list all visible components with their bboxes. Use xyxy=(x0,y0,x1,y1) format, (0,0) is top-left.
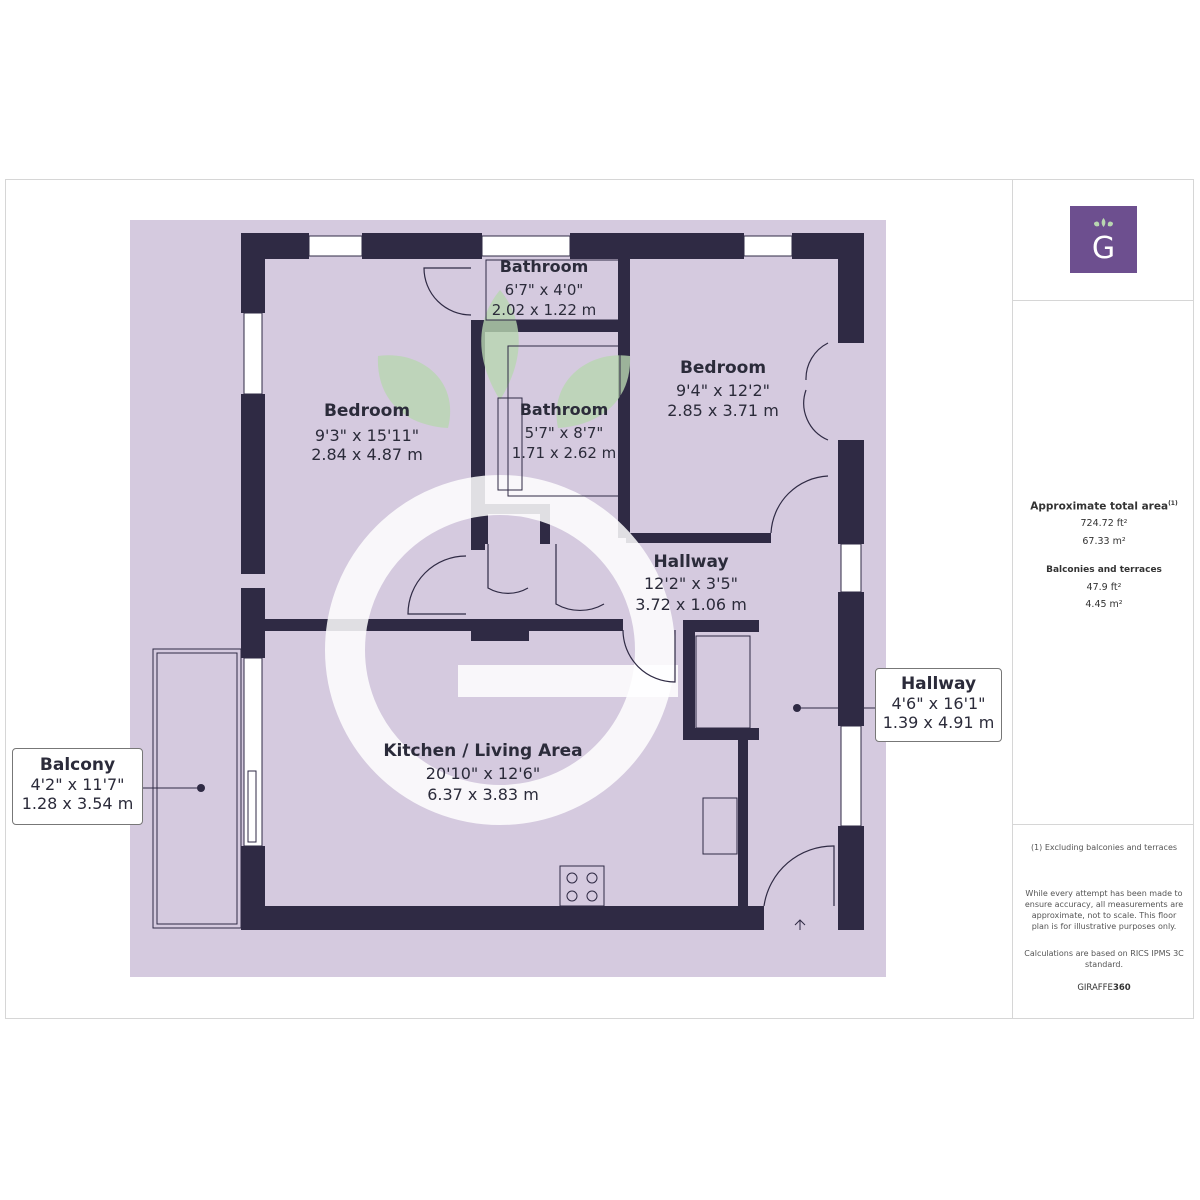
sidebar-rule-bottom xyxy=(1013,824,1194,825)
callout-leaders xyxy=(143,707,875,789)
bedroom1-metric: 2.84 x 4.87 m xyxy=(311,445,423,464)
bedroom1-name: Bedroom xyxy=(324,401,410,421)
sidebar-divider xyxy=(1012,179,1013,1019)
fixtures xyxy=(247,259,806,930)
balcony-name: Balcony xyxy=(39,755,116,775)
hallway1-metric: 3.72 x 1.06 m xyxy=(635,595,747,614)
hallway2-metric: 1.39 x 4.91 m xyxy=(882,713,995,732)
bathroom2-metric: 1.71 x 2.62 m xyxy=(512,444,617,462)
brand-name: GIRAFFE360 xyxy=(1077,983,1131,993)
balconies-ft: 47.9 ft² xyxy=(1086,582,1122,593)
balcony-imperial: 4'2" x 11'7" xyxy=(30,775,125,794)
hallway2-marker xyxy=(793,704,801,712)
balcony-metric: 1.28 x 3.54 m xyxy=(21,794,134,813)
hallway2-name: Hallway xyxy=(900,674,977,694)
balcony-marker xyxy=(197,784,205,792)
balcony-callout: Balcony 4'2" x 11'7" 1.28 x 3.54 m xyxy=(12,748,143,825)
logo-letter: G xyxy=(1092,231,1115,266)
bedroom2-imperial: 9'4" x 12'2" xyxy=(676,381,770,400)
sidebar-rule-top xyxy=(1013,300,1194,301)
bathroom2-name: Bathroom xyxy=(520,400,609,419)
bathroom1-metric: 2.02 x 1.22 m xyxy=(492,301,597,319)
entrance-arrow-icon xyxy=(794,919,806,930)
bathroom1-name: Bathroom xyxy=(500,257,589,276)
kitchen-imperial: 20'10" x 12'6" xyxy=(426,764,540,783)
area-footnote: (1) Excluding balconies and terraces xyxy=(1030,843,1178,852)
brand-logo: G xyxy=(1070,206,1137,273)
balconies-label: Balconies and terraces xyxy=(1046,565,1162,575)
total-area-label: Approximate total area(1) xyxy=(1030,500,1178,513)
hallway2-callout: Hallway 4'6" x 16'1" 1.39 x 4.91 m xyxy=(875,668,1002,742)
bedroom1-imperial: 9'3" x 15'11" xyxy=(315,426,419,445)
balconies-m: 4.45 m² xyxy=(1085,599,1123,610)
bedroom2-name: Bedroom xyxy=(680,358,766,378)
hallway1-imperial: 12'2" x 3'5" xyxy=(644,574,738,593)
room-labels: Bedroom 9'3" x 15'11" 2.84 x 4.87 m Bath… xyxy=(311,257,779,804)
total-area-ft: 724.72 ft² xyxy=(1080,518,1128,529)
bedroom2-metric: 2.85 x 3.71 m xyxy=(667,401,779,420)
kitchen-name: Kitchen / Living Area xyxy=(383,741,582,761)
disclaimer: While every attempt has been made to ens… xyxy=(1024,889,1184,931)
bathroom1-imperial: 6'7" x 4'0" xyxy=(505,281,584,299)
kitchen-metric: 6.37 x 3.83 m xyxy=(427,785,539,804)
watermark-logo xyxy=(325,290,678,825)
total-area-m: 67.33 m² xyxy=(1082,536,1126,547)
hallway2-imperial: 4'6" x 16'1" xyxy=(891,694,986,713)
bathroom2-imperial: 5'7" x 8'7" xyxy=(525,424,604,442)
walls xyxy=(241,233,864,930)
hallway1-name: Hallway xyxy=(653,552,728,572)
calculation-note: Calculations are based on RICS IPMS 3C s… xyxy=(1024,949,1184,969)
doors xyxy=(407,267,835,907)
